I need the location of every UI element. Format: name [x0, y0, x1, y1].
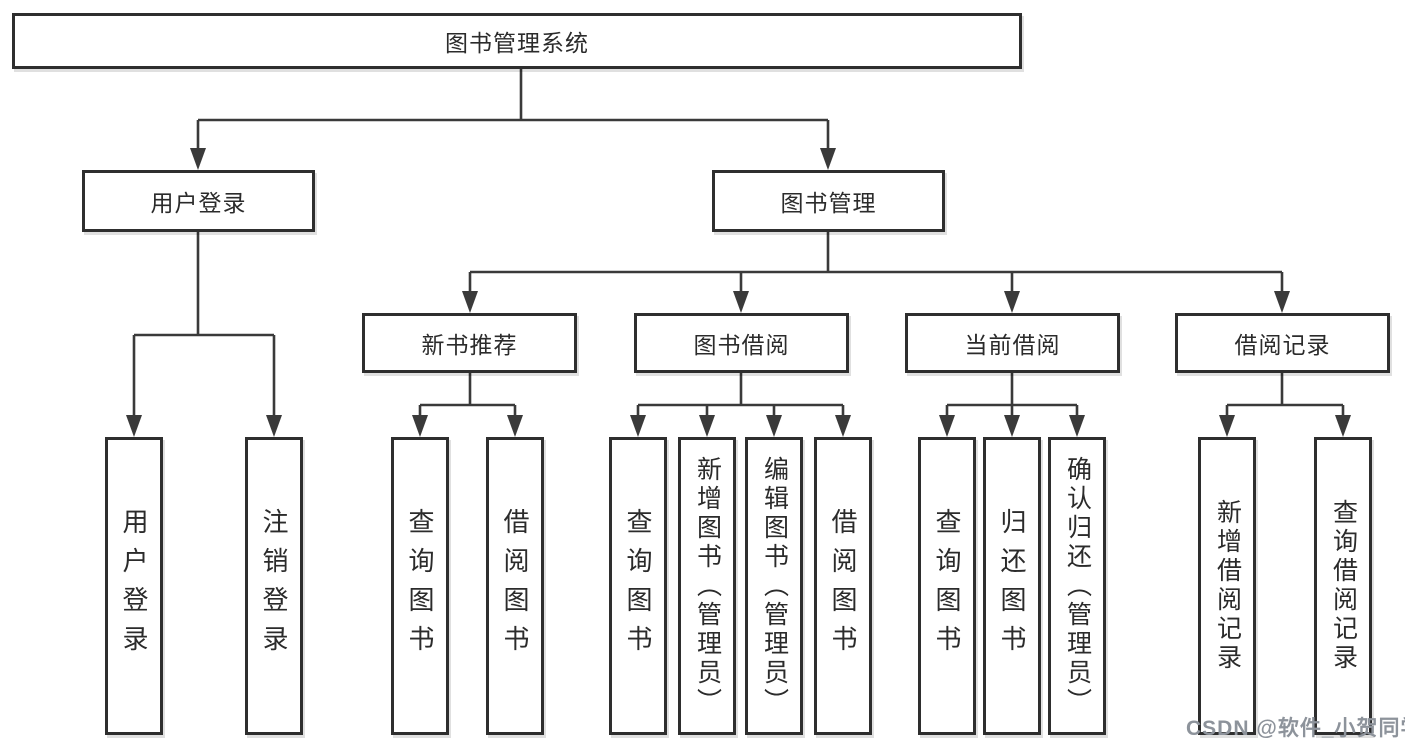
leaf-add-books-admin: 新增图书（管理员） — [678, 437, 736, 735]
leaf-query-books-current: 查询图书 — [918, 437, 976, 735]
leaf-label: 查询图书 — [932, 508, 962, 664]
leaf-label: 借阅图书 — [500, 508, 530, 664]
arrow-down-icons — [126, 148, 1351, 437]
node-label: 图书管理 — [780, 190, 877, 216]
node-library-management-system: 图书管理系统 — [12, 13, 1022, 69]
node-label: 图书管理系统 — [445, 30, 589, 56]
leaf-return-books: 归还图书 — [983, 437, 1041, 735]
leaf-borrow-books-recommend: 借阅图书 — [486, 437, 544, 735]
leaf-query-borrow-record: 查询借阅记录 — [1314, 437, 1372, 735]
leaf-label: 借阅图书 — [828, 508, 858, 664]
leaf-add-borrow-record: 新增借阅记录 — [1198, 437, 1256, 735]
watermark-text: CSDN @软件_小贺同学 — [1186, 717, 1405, 740]
leaf-label: 编辑图书（管理员） — [760, 455, 789, 717]
leaf-label: 新增图书（管理员） — [693, 455, 722, 717]
leaf-label: 查询图书 — [405, 508, 435, 664]
node-label: 新书推荐 — [421, 332, 518, 358]
leaf-label: 用户登录 — [119, 508, 149, 664]
node-label: 图书借阅 — [693, 332, 790, 358]
leaf-label: 新增借阅记录 — [1213, 499, 1242, 673]
leaf-label: 查询图书 — [623, 508, 653, 664]
leaf-label: 注销登录 — [259, 508, 289, 664]
node-current-borrowing: 当前借阅 — [905, 313, 1120, 373]
node-label: 用户登录 — [150, 190, 247, 216]
leaf-confirm-return-admin: 确认归还（管理员） — [1048, 437, 1106, 735]
leaf-user-login: 用户登录 — [105, 437, 163, 735]
node-book-management: 图书管理 — [712, 170, 945, 232]
leaf-logout-login: 注销登录 — [245, 437, 303, 735]
node-new-book-recommendation: 新书推荐 — [362, 313, 577, 373]
leaf-edit-books-admin: 编辑图书（管理员） — [745, 437, 803, 735]
leaf-label: 归还图书 — [997, 508, 1027, 664]
leaf-query-books-borrow: 查询图书 — [609, 437, 667, 735]
leaf-label: 查询借阅记录 — [1329, 499, 1358, 673]
node-label: 借阅记录 — [1234, 332, 1331, 358]
leaf-query-books-recommend: 查询图书 — [391, 437, 449, 735]
node-book-borrowing: 图书借阅 — [634, 313, 849, 373]
leaf-label: 确认归还（管理员） — [1063, 455, 1092, 717]
node-user-login: 用户登录 — [82, 170, 315, 232]
leaf-borrow-books: 借阅图书 — [814, 437, 872, 735]
node-borrowing-records: 借阅记录 — [1175, 313, 1390, 373]
node-label: 当前借阅 — [964, 332, 1061, 358]
